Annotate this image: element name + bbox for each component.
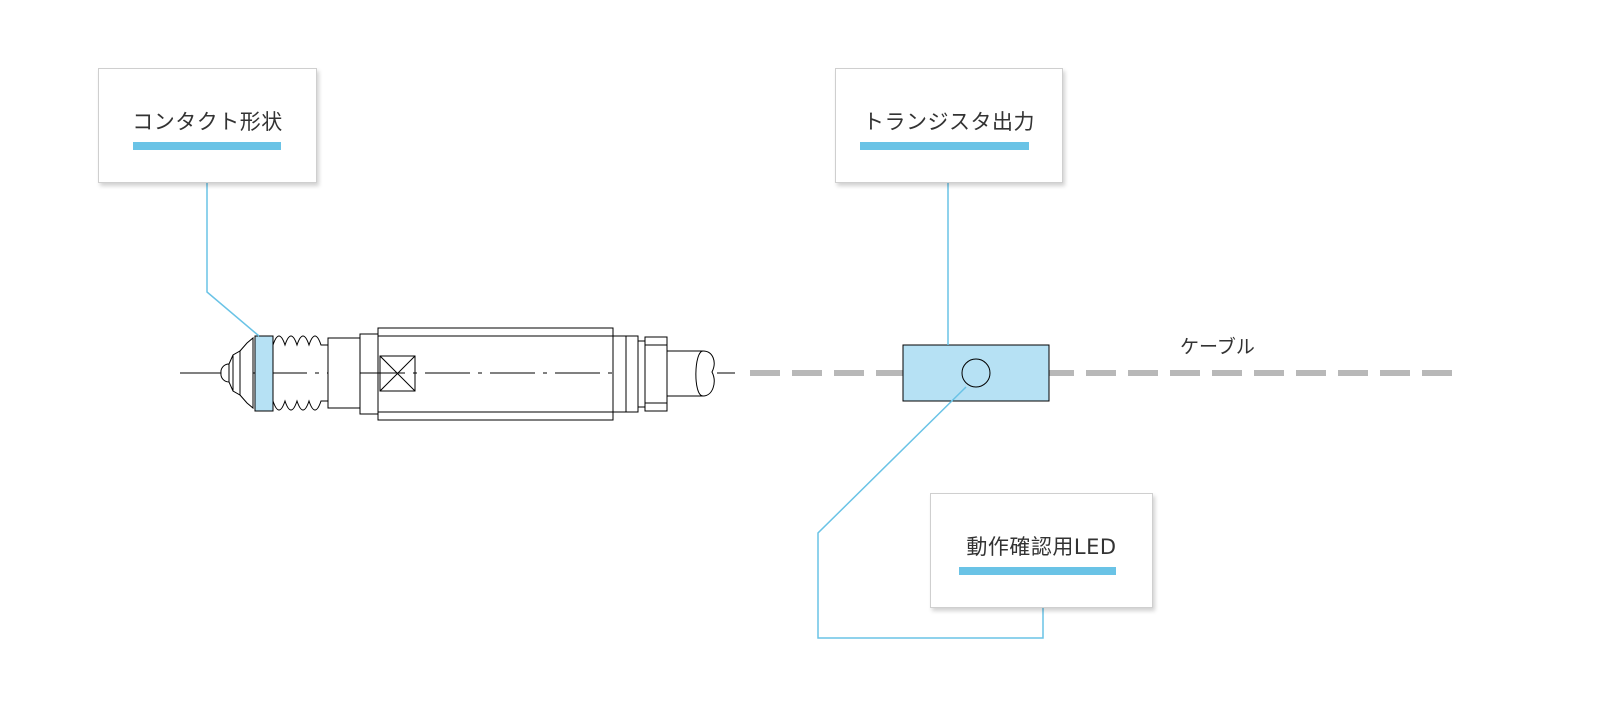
contact-ring-highlight [254,335,274,412]
callout-led: 動作確認用LED [930,493,1153,608]
callout-transistor-output-underline [860,142,1029,150]
callout-led-label: 動作確認用LED [966,535,1117,559]
callout-contact-shape-underline [133,142,281,150]
probe-tip [220,336,254,410]
callout-led-underline [959,567,1116,575]
callout-contact-shape: コンタクト形状 [98,68,317,183]
callout-transistor-output: トランジスタ出力 [835,68,1063,183]
led-indicator [961,358,991,388]
leader-led [817,386,1044,639]
leader-contact [206,150,260,337]
callout-transistor-output-label: トランジスタ出力 [863,110,1035,134]
sensor-body [327,327,668,421]
cable-label: ケーブル [1180,336,1255,358]
callout-contact-shape-label: コンタクト形状 [132,110,283,134]
cable-stub [666,350,715,397]
cross-marker [379,355,416,392]
